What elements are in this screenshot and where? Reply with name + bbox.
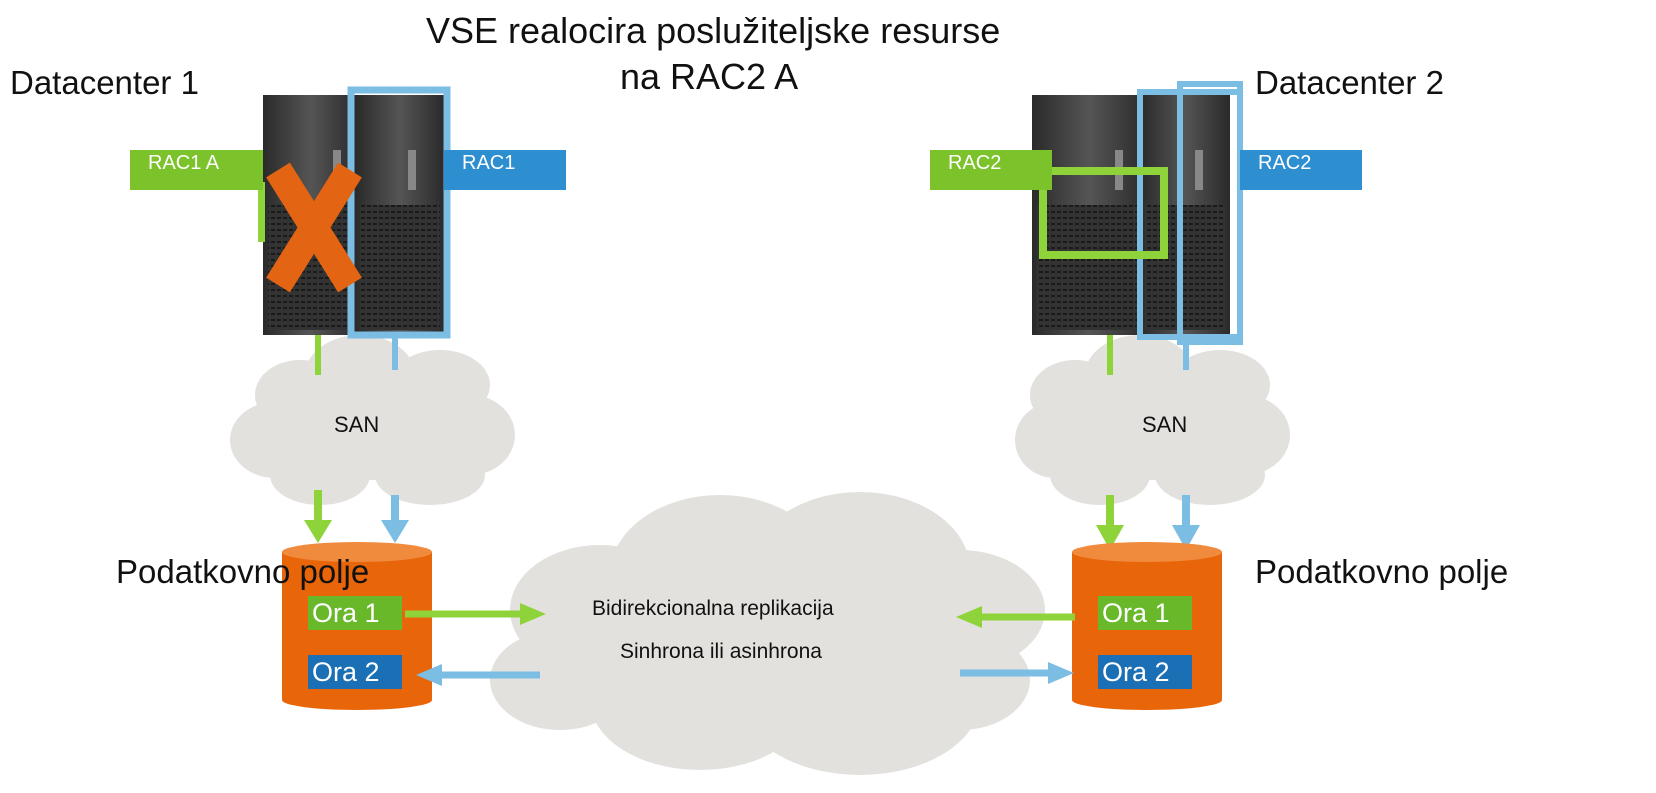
dc2-blue-arrow-down: [1172, 525, 1200, 550]
failure-x-icon: [266, 162, 362, 293]
dc2-ora2-volume: Ora 2: [1098, 655, 1192, 689]
dc1-blue-arrow-down: [381, 520, 409, 543]
storage-array-label-dc1: Podatkovno polje: [116, 553, 370, 590]
replication-cloud: [490, 492, 1045, 775]
rac2-a-tag: RAC2: [930, 150, 1052, 190]
rac1-b-tag: RAC1: [444, 150, 566, 190]
rac2-b-tag: RAC2: [1240, 150, 1362, 190]
dc2-ora1-arrow-head: [956, 606, 982, 628]
dc2-green-arrow-down: [1096, 525, 1124, 550]
dc1-ora2-volume: Ora 2: [308, 655, 402, 689]
dc2-ora2-arrow-head: [1048, 662, 1074, 684]
san-label-dc1: SAN: [334, 412, 380, 437]
san-label-dc2: SAN: [1142, 412, 1188, 437]
datacenter-1-label: Datacenter 1: [10, 64, 199, 101]
rac1-a-bracket: [258, 182, 265, 242]
dc1-ora1-arrow-head: [520, 603, 546, 625]
rac1-b-outline: [347, 86, 451, 339]
server-rack-dc1: [263, 95, 445, 335]
rac1-a-tag: RAC1 A: [130, 150, 263, 190]
rac2-b-inner-outline: [1177, 81, 1243, 345]
dc1-ora1-volume: Ora 1: [308, 596, 402, 630]
storage-array-label-dc2: Podatkovno polje: [1255, 553, 1509, 590]
dc2-ora1-volume: Ora 1: [1098, 596, 1192, 630]
server-rack-dc2: [1032, 95, 1230, 335]
slide-title-line2: na RAC2 A: [620, 56, 799, 97]
dc1-green-arrow-down: [304, 520, 332, 543]
replication-label-line1: Bidirekcionalna replikacija: [592, 597, 834, 620]
datacenter-2-label: Datacenter 2: [1255, 64, 1444, 101]
san-cloud-2: [1015, 335, 1290, 505]
dc1-ora2-arrow-head: [416, 664, 442, 686]
slide-title-line1: VSE realocira poslužiteljske resurse: [426, 10, 1001, 51]
replication-label-line2: Sinhrona ili asinhrona: [620, 640, 822, 663]
san-cloud-1: [230, 335, 515, 505]
rac2-a-outline: [1039, 167, 1168, 259]
